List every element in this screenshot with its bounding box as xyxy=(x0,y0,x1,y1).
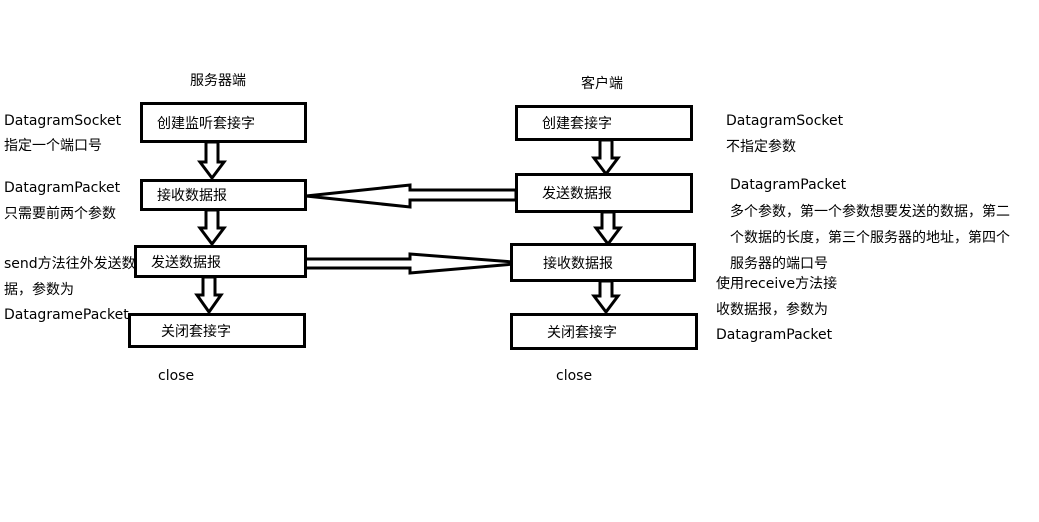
server-note-packet-class: DatagramPacket xyxy=(4,180,121,196)
server-step-label: 接收数据报 xyxy=(157,188,227,204)
client-step-create-socket: 创建套接字 xyxy=(515,105,693,141)
server-step-label: 关闭套接字 xyxy=(161,323,231,340)
server-step-close-socket: 关闭套接字 xyxy=(128,313,306,348)
client-note-packet-class: DatagramPacket xyxy=(730,177,847,193)
server-note-packet-desc: 只需要前两个参数 xyxy=(4,206,116,222)
client-step-label: 接收数据报 xyxy=(543,255,613,272)
client-note-packet-desc-line3: 服务器的端口号 xyxy=(730,256,828,272)
client-step-close-socket: 关闭套接字 xyxy=(510,313,698,350)
client-step-label: 发送数据报 xyxy=(542,186,612,202)
server-note-send-line3: DatagramePacket xyxy=(4,307,129,323)
client-note-receive-line3: DatagramPacket xyxy=(716,327,833,343)
client-title: 客户端 xyxy=(581,76,623,92)
client-arrow-2 xyxy=(593,210,623,247)
server-note-socket-desc: 指定一个端口号 xyxy=(4,138,102,154)
server-arrow-1 xyxy=(197,140,227,181)
server-step-create-listen-socket: 创建监听套接字 xyxy=(140,102,307,143)
client-arrow-3 xyxy=(591,279,621,315)
client-note-receive-line1: 使用receive方法接 xyxy=(716,276,838,292)
server-note-socket-class: DatagramSocket xyxy=(4,113,122,129)
client-step-label: 创建套接字 xyxy=(542,116,612,132)
client-note-receive-line2: 收数据报，参数为 xyxy=(716,302,828,318)
client-arrow-1 xyxy=(591,138,621,177)
server-arrow-3 xyxy=(194,275,224,315)
server-close-label: close xyxy=(158,368,195,384)
client-step-label: 关闭套接字 xyxy=(547,324,617,341)
client-step-receive-datagram: 接收数据报 xyxy=(510,243,696,282)
server-note-send-line1: send方法往外发送数 xyxy=(4,256,136,272)
client-note-socket-desc: 不指定参数 xyxy=(726,139,796,155)
server-arrow-2 xyxy=(197,208,227,247)
server-step-receive-datagram: 接收数据报 xyxy=(140,179,307,211)
server-step-send-datagram: 发送数据报 xyxy=(134,245,307,278)
client-note-socket-class: DatagramSocket xyxy=(726,113,844,129)
server-step-label: 创建监听套接字 xyxy=(157,115,255,132)
server-title: 服务器端 xyxy=(190,73,246,89)
client-step-send-datagram: 发送数据报 xyxy=(515,173,693,213)
server-note-send-line2: 据，参数为 xyxy=(4,282,74,298)
client-close-label: close xyxy=(556,368,593,384)
client-note-packet-desc-line1: 多个参数，第一个参数想要发送的数据，第二 xyxy=(730,204,1010,220)
client-note-packet-desc-line2: 个数据的长度，第三个服务器的地址，第四个 xyxy=(730,230,1010,246)
send-to-server-arrow xyxy=(305,183,518,209)
reply-to-client-arrow xyxy=(296,252,527,275)
server-step-label: 发送数据报 xyxy=(151,254,221,271)
